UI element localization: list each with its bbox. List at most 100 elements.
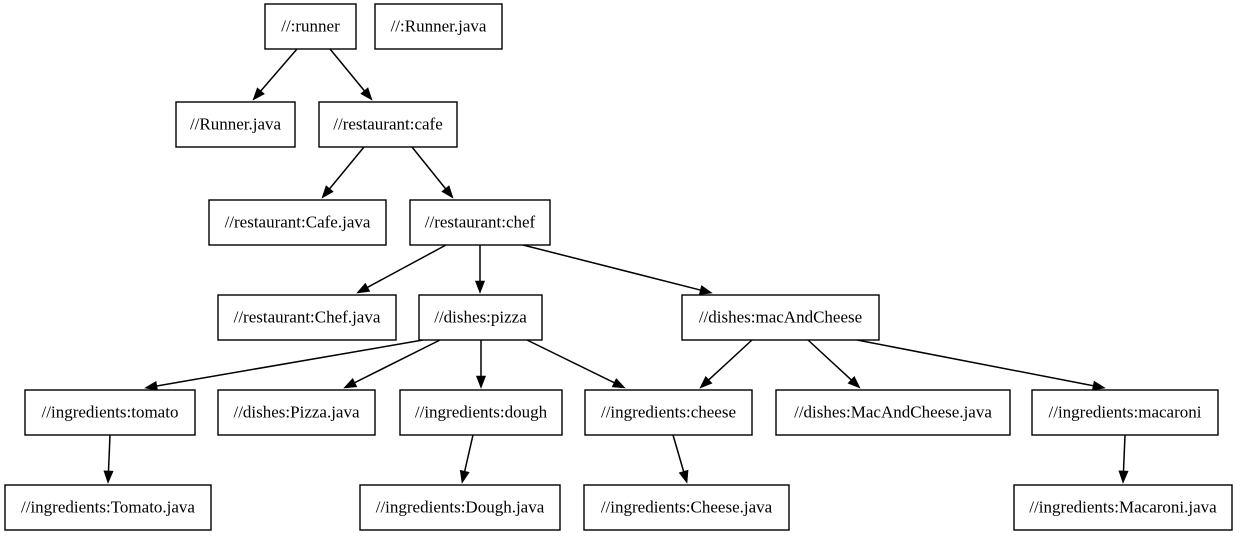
graph-node-dishes_mac_java[interactable]: //dishes:MacAndCheese.java <box>775 389 1011 436</box>
graph-node-dishes_pizza[interactable]: //dishes:pizza <box>418 294 543 341</box>
node-label: //ingredients:Tomato.java <box>21 497 195 516</box>
graph-edge <box>475 340 487 389</box>
graph-edge <box>807 339 861 389</box>
graph-edge <box>144 339 424 391</box>
graph-edge <box>526 339 626 389</box>
edge-line <box>107 434 111 472</box>
node-label: //dishes:Pizza.java <box>233 402 360 421</box>
graph-node-runner_java_root[interactable]: //:Runner.java <box>374 3 503 50</box>
edge-arrowhead-icon <box>144 380 158 391</box>
node-label: //dishes:pizza <box>434 307 527 326</box>
graph-edge <box>672 434 689 484</box>
graph-node-ing_tomato[interactable]: //ingredients:tomato <box>24 389 196 436</box>
edge-arrowhead-icon <box>475 375 487 389</box>
node-label: //ingredients:cheese <box>601 402 736 421</box>
node-box[interactable] <box>583 484 790 531</box>
node-label: //:runner <box>281 16 340 35</box>
node-box[interactable] <box>584 389 753 436</box>
graph-edge <box>343 339 441 389</box>
node-label: //dishes:macAndCheese <box>699 307 862 326</box>
node-label: //ingredients:Dough.java <box>376 497 545 516</box>
edge-line <box>463 434 474 472</box>
graph-node-ing_cheese_java[interactable]: //ingredients:Cheese.java <box>583 484 790 531</box>
node-label: //restaurant:chef <box>425 212 536 231</box>
graph-edge <box>411 146 454 199</box>
graph-node-ing_macaroni[interactable]: //ingredients:macaroni <box>1031 389 1219 436</box>
graph-node-dishes_pizza_java[interactable]: //dishes:Pizza.java <box>217 389 376 436</box>
edge-line <box>367 244 447 288</box>
node-box[interactable] <box>264 3 357 50</box>
graph-node-ing_macaroni_java[interactable]: //ingredients:Macaroni.java <box>1013 484 1233 531</box>
edge-arrowhead-icon <box>321 185 334 199</box>
node-box[interactable] <box>681 294 880 341</box>
node-box[interactable] <box>217 294 397 341</box>
edge-line <box>672 434 685 472</box>
edge-arrowhead-icon <box>698 285 713 295</box>
edge-line <box>526 339 615 384</box>
node-box[interactable] <box>409 199 551 246</box>
graph-node-ing_dough_java[interactable]: //ingredients:Dough.java <box>359 484 561 531</box>
graph-edge <box>856 339 1106 391</box>
node-box[interactable] <box>217 389 376 436</box>
graph-node-restaurant_chef_java[interactable]: //restaurant:Chef.java <box>217 294 397 341</box>
node-label: //:Runner.java <box>391 16 487 35</box>
edge-arrowhead-icon <box>847 375 861 389</box>
graph-node-restaurant_cafe[interactable]: //restaurant:cafe <box>318 101 458 148</box>
node-label: //ingredients:Cheese.java <box>601 497 773 516</box>
node-box[interactable] <box>1013 484 1233 531</box>
node-box[interactable] <box>418 294 543 341</box>
graph-edge <box>459 434 474 484</box>
node-label: //ingredients:Macaroni.java <box>1029 497 1217 516</box>
graph-edge <box>474 245 486 294</box>
edge-line <box>329 146 365 190</box>
graph-node-ing_tomato_java[interactable]: //ingredients:Tomato.java <box>4 484 212 531</box>
edge-line <box>354 339 441 384</box>
node-box[interactable] <box>208 199 387 246</box>
graph-edge <box>321 146 365 199</box>
node-box[interactable] <box>1031 389 1219 436</box>
graph-edge <box>103 434 114 484</box>
edge-line <box>522 244 701 291</box>
node-box[interactable] <box>399 389 563 436</box>
node-box[interactable] <box>4 484 212 531</box>
graph-node-ing_dough[interactable]: //ingredients:dough <box>399 389 563 436</box>
node-box[interactable] <box>359 484 561 531</box>
graph-edge <box>522 244 713 295</box>
edge-arrowhead-icon <box>360 87 373 101</box>
node-box[interactable] <box>175 101 296 148</box>
edge-line <box>708 339 753 381</box>
node-box[interactable] <box>24 389 196 436</box>
node-label: //restaurant:cafe <box>333 114 443 133</box>
edge-arrowhead-icon <box>699 375 713 389</box>
graph-node-restaurant_cafe_java[interactable]: //restaurant:Cafe.java <box>208 199 387 246</box>
node-label: //ingredients:tomato <box>42 402 179 421</box>
graph-node-runner[interactable]: //:runner <box>264 3 357 50</box>
graph-node-runner_java[interactable]: //Runner.java <box>175 101 296 148</box>
node-box[interactable] <box>775 389 1011 436</box>
node-label: //restaurant:Cafe.java <box>225 212 371 231</box>
graph-node-dishes_macandcheese[interactable]: //dishes:macAndCheese <box>681 294 880 341</box>
graph-node-ing_cheese[interactable]: //ingredients:cheese <box>584 389 753 436</box>
edge-arrowhead-icon <box>459 469 470 484</box>
graph-edge <box>699 339 753 389</box>
node-box[interactable] <box>374 3 503 50</box>
edges-layer <box>103 48 1129 484</box>
graph-edge <box>1118 434 1129 484</box>
nodes-layer: //:runner //:Runner.java //Runner.java //re… <box>4 3 1233 531</box>
node-label: //ingredients:macaroni <box>1049 402 1202 421</box>
edge-line <box>329 48 365 92</box>
edge-line <box>856 339 1094 387</box>
edge-arrowhead-icon <box>252 87 265 101</box>
edge-arrowhead-icon <box>678 469 689 484</box>
graph-node-restaurant_chef[interactable]: //restaurant:chef <box>409 199 551 246</box>
graph-edge <box>329 48 373 101</box>
graph-edge <box>252 48 298 101</box>
node-label: //dishes:MacAndCheese.java <box>794 402 992 421</box>
edge-arrowhead-icon <box>103 470 114 484</box>
edge-arrowhead-icon <box>356 282 371 294</box>
edge-arrowhead-icon <box>611 378 626 389</box>
edge-arrowhead-icon <box>343 377 358 389</box>
node-box[interactable] <box>318 101 458 148</box>
